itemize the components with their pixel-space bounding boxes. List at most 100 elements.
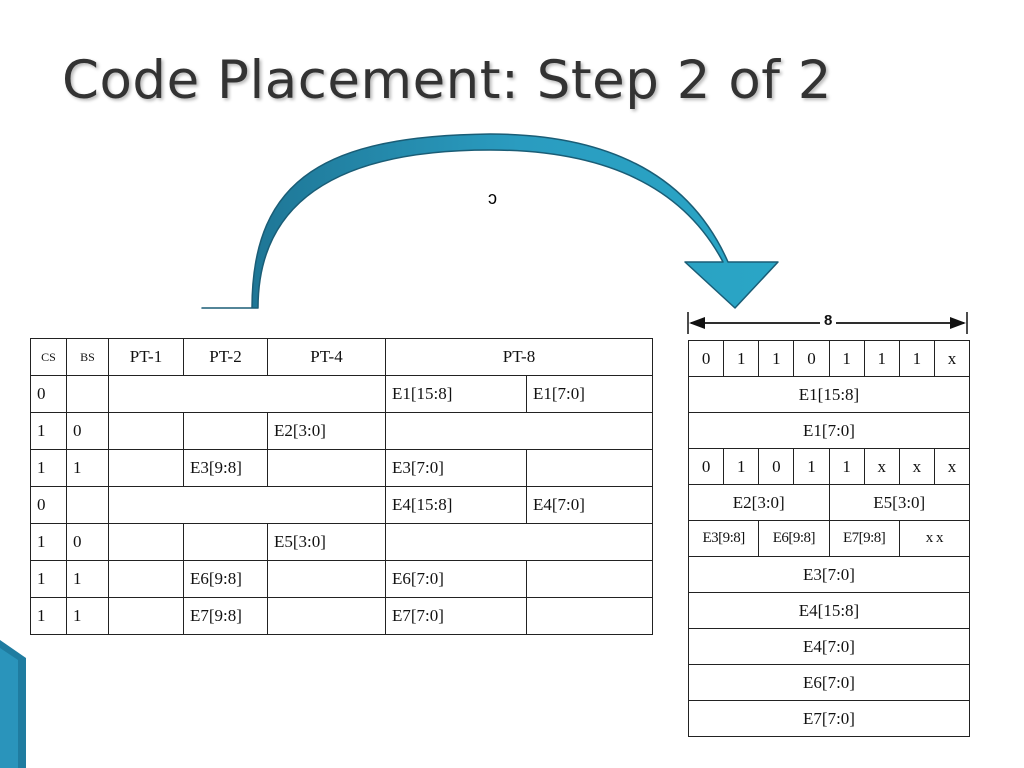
byte-row: E1[7:0]: [688, 412, 970, 449]
cell-bs: 1: [66, 597, 109, 635]
corner-decoration: [0, 640, 26, 768]
cell-pt2: E3[9:8]: [183, 449, 268, 487]
bit-cell: x: [933, 448, 971, 485]
nibble-cell: E5[3:0]: [828, 484, 970, 521]
bit-row: 0 1 1 0 1 1 1 x: [687, 340, 971, 377]
cell-cs: 1: [30, 560, 67, 598]
cell-pt4: E5[3:0]: [267, 523, 386, 561]
cell-pt1: [108, 523, 184, 561]
byte-cell: E1[15:8]: [688, 376, 970, 413]
header-pt4: PT-4: [267, 338, 386, 376]
cell-pt1: [108, 560, 184, 598]
stray-glyph: ɔ: [488, 188, 497, 208]
cell-bs: [66, 375, 109, 413]
cell-pt4: E2[3:0]: [267, 412, 386, 450]
cell-pt4: [267, 597, 386, 635]
byte-cell: E6[7:0]: [688, 664, 970, 701]
cell-pt8-b: [525, 560, 654, 598]
byte-cell: E1[7:0]: [688, 412, 970, 449]
width-label: 8: [820, 312, 837, 329]
byte-cell: E3[7:0]: [688, 556, 970, 593]
cell-pt4: [267, 449, 386, 487]
cell-pt8-b: E1[7:0]: [525, 375, 654, 413]
table-row: 1 1 E7[9:8] E7[7:0]: [30, 597, 654, 635]
header-bs: BS: [66, 338, 109, 376]
byte-row: E6[7:0]: [688, 664, 970, 701]
table-row: 1 0 E5[3:0]: [30, 523, 654, 561]
bit-cell: 1: [793, 448, 830, 485]
table-row: 1 1 E6[9:8] E6[7:0]: [30, 560, 654, 598]
bit-cell: x: [898, 448, 935, 485]
quad-cell: E7[9:8]: [828, 520, 900, 557]
cell-cs: 1: [30, 523, 67, 561]
header-pt2: PT-2: [183, 338, 268, 376]
slide-title: Code Placement: Step 2 of 2: [62, 50, 832, 111]
bit-cell: 1: [828, 448, 865, 485]
byte-cell: E7[7:0]: [688, 700, 970, 737]
bit-cell: 0: [687, 448, 725, 485]
header-pt1: PT-1: [108, 338, 184, 376]
bit-cell: 1: [758, 340, 795, 377]
table-row: 1 1 E3[9:8] E3[7:0]: [30, 449, 654, 487]
byte-layout-table: 0 1 1 0 1 1 1 x E1[15:8] E1[7:0] 0 1 0 1…: [687, 340, 971, 737]
cell-cs: 1: [30, 597, 67, 635]
quad-cell: E6[9:8]: [758, 520, 830, 557]
cell-bs: 0: [66, 523, 109, 561]
cell-pt8-a: E7[7:0]: [385, 597, 527, 635]
cell-cs: 0: [30, 486, 67, 524]
quad-cell: E3[9:8]: [687, 520, 760, 557]
table-header-row: CS BS PT-1 PT-2 PT-4 PT-8: [30, 338, 654, 376]
byte-row: E7[7:0]: [688, 700, 970, 737]
cell-empty-span: [108, 486, 386, 524]
quad-row: E3[9:8] E6[9:8] E7[9:8] x x: [687, 520, 971, 557]
bit-cell: x: [863, 448, 900, 485]
quad-cell: x x: [898, 520, 971, 557]
cell-bs: 1: [66, 449, 109, 487]
bit-cell: 1: [723, 448, 760, 485]
cell-pt8-a: E3[7:0]: [385, 449, 527, 487]
bit-cell: 1: [723, 340, 760, 377]
cell-pt8-a: E4[15:8]: [385, 486, 527, 524]
cell-pt2: E7[9:8]: [183, 597, 268, 635]
header-cs: CS: [30, 338, 67, 376]
table-row: 0 E1[15:8] E1[7:0]: [30, 375, 654, 413]
nibble-cell: E2[3:0]: [688, 484, 830, 521]
bit-cell: 0: [793, 340, 830, 377]
cell-pt8-a: E1[15:8]: [385, 375, 527, 413]
cell-pt8-a: E6[7:0]: [385, 560, 527, 598]
cell-cs: 1: [30, 412, 67, 450]
bit-cell: 1: [828, 340, 865, 377]
cell-pt8-span: [384, 523, 654, 561]
cell-bs: 0: [66, 412, 109, 450]
cell-pt8-b: [525, 597, 654, 635]
cell-pt8-b: E4[7:0]: [525, 486, 654, 524]
cell-pt8-span: [384, 412, 654, 450]
cell-cs: 1: [30, 449, 67, 487]
bit-cell: 1: [898, 340, 935, 377]
nibble-row: E2[3:0] E5[3:0]: [688, 484, 970, 521]
bit-cell: 0: [687, 340, 725, 377]
cell-pt4: [267, 560, 386, 598]
cell-cs: 0: [30, 375, 67, 413]
cell-pt2: [183, 523, 268, 561]
table-row: 0 E4[15:8] E4[7:0]: [30, 486, 654, 524]
bit-row: 0 1 0 1 1 x x x: [687, 448, 971, 485]
cell-pt2: E6[9:8]: [183, 560, 268, 598]
cell-empty-span: [108, 375, 386, 413]
bit-cell: 0: [758, 448, 795, 485]
table-row: 1 0 E2[3:0]: [30, 412, 654, 450]
byte-row: E4[7:0]: [688, 628, 970, 665]
bit-cell: 1: [863, 340, 900, 377]
byte-cell: E4[15:8]: [688, 592, 970, 629]
cell-bs: 1: [66, 560, 109, 598]
cell-pt1: [108, 597, 184, 635]
header-pt8: PT-8: [384, 338, 654, 376]
byte-row: E1[15:8]: [688, 376, 970, 413]
placement-table: CS BS PT-1 PT-2 PT-4 PT-8 0 E1[15:8] E1[…: [30, 338, 654, 635]
cell-pt2: [183, 412, 268, 450]
byte-row: E4[15:8]: [688, 592, 970, 629]
cell-pt1: [108, 412, 184, 450]
byte-row: E3[7:0]: [688, 556, 970, 593]
byte-cell: E4[7:0]: [688, 628, 970, 665]
